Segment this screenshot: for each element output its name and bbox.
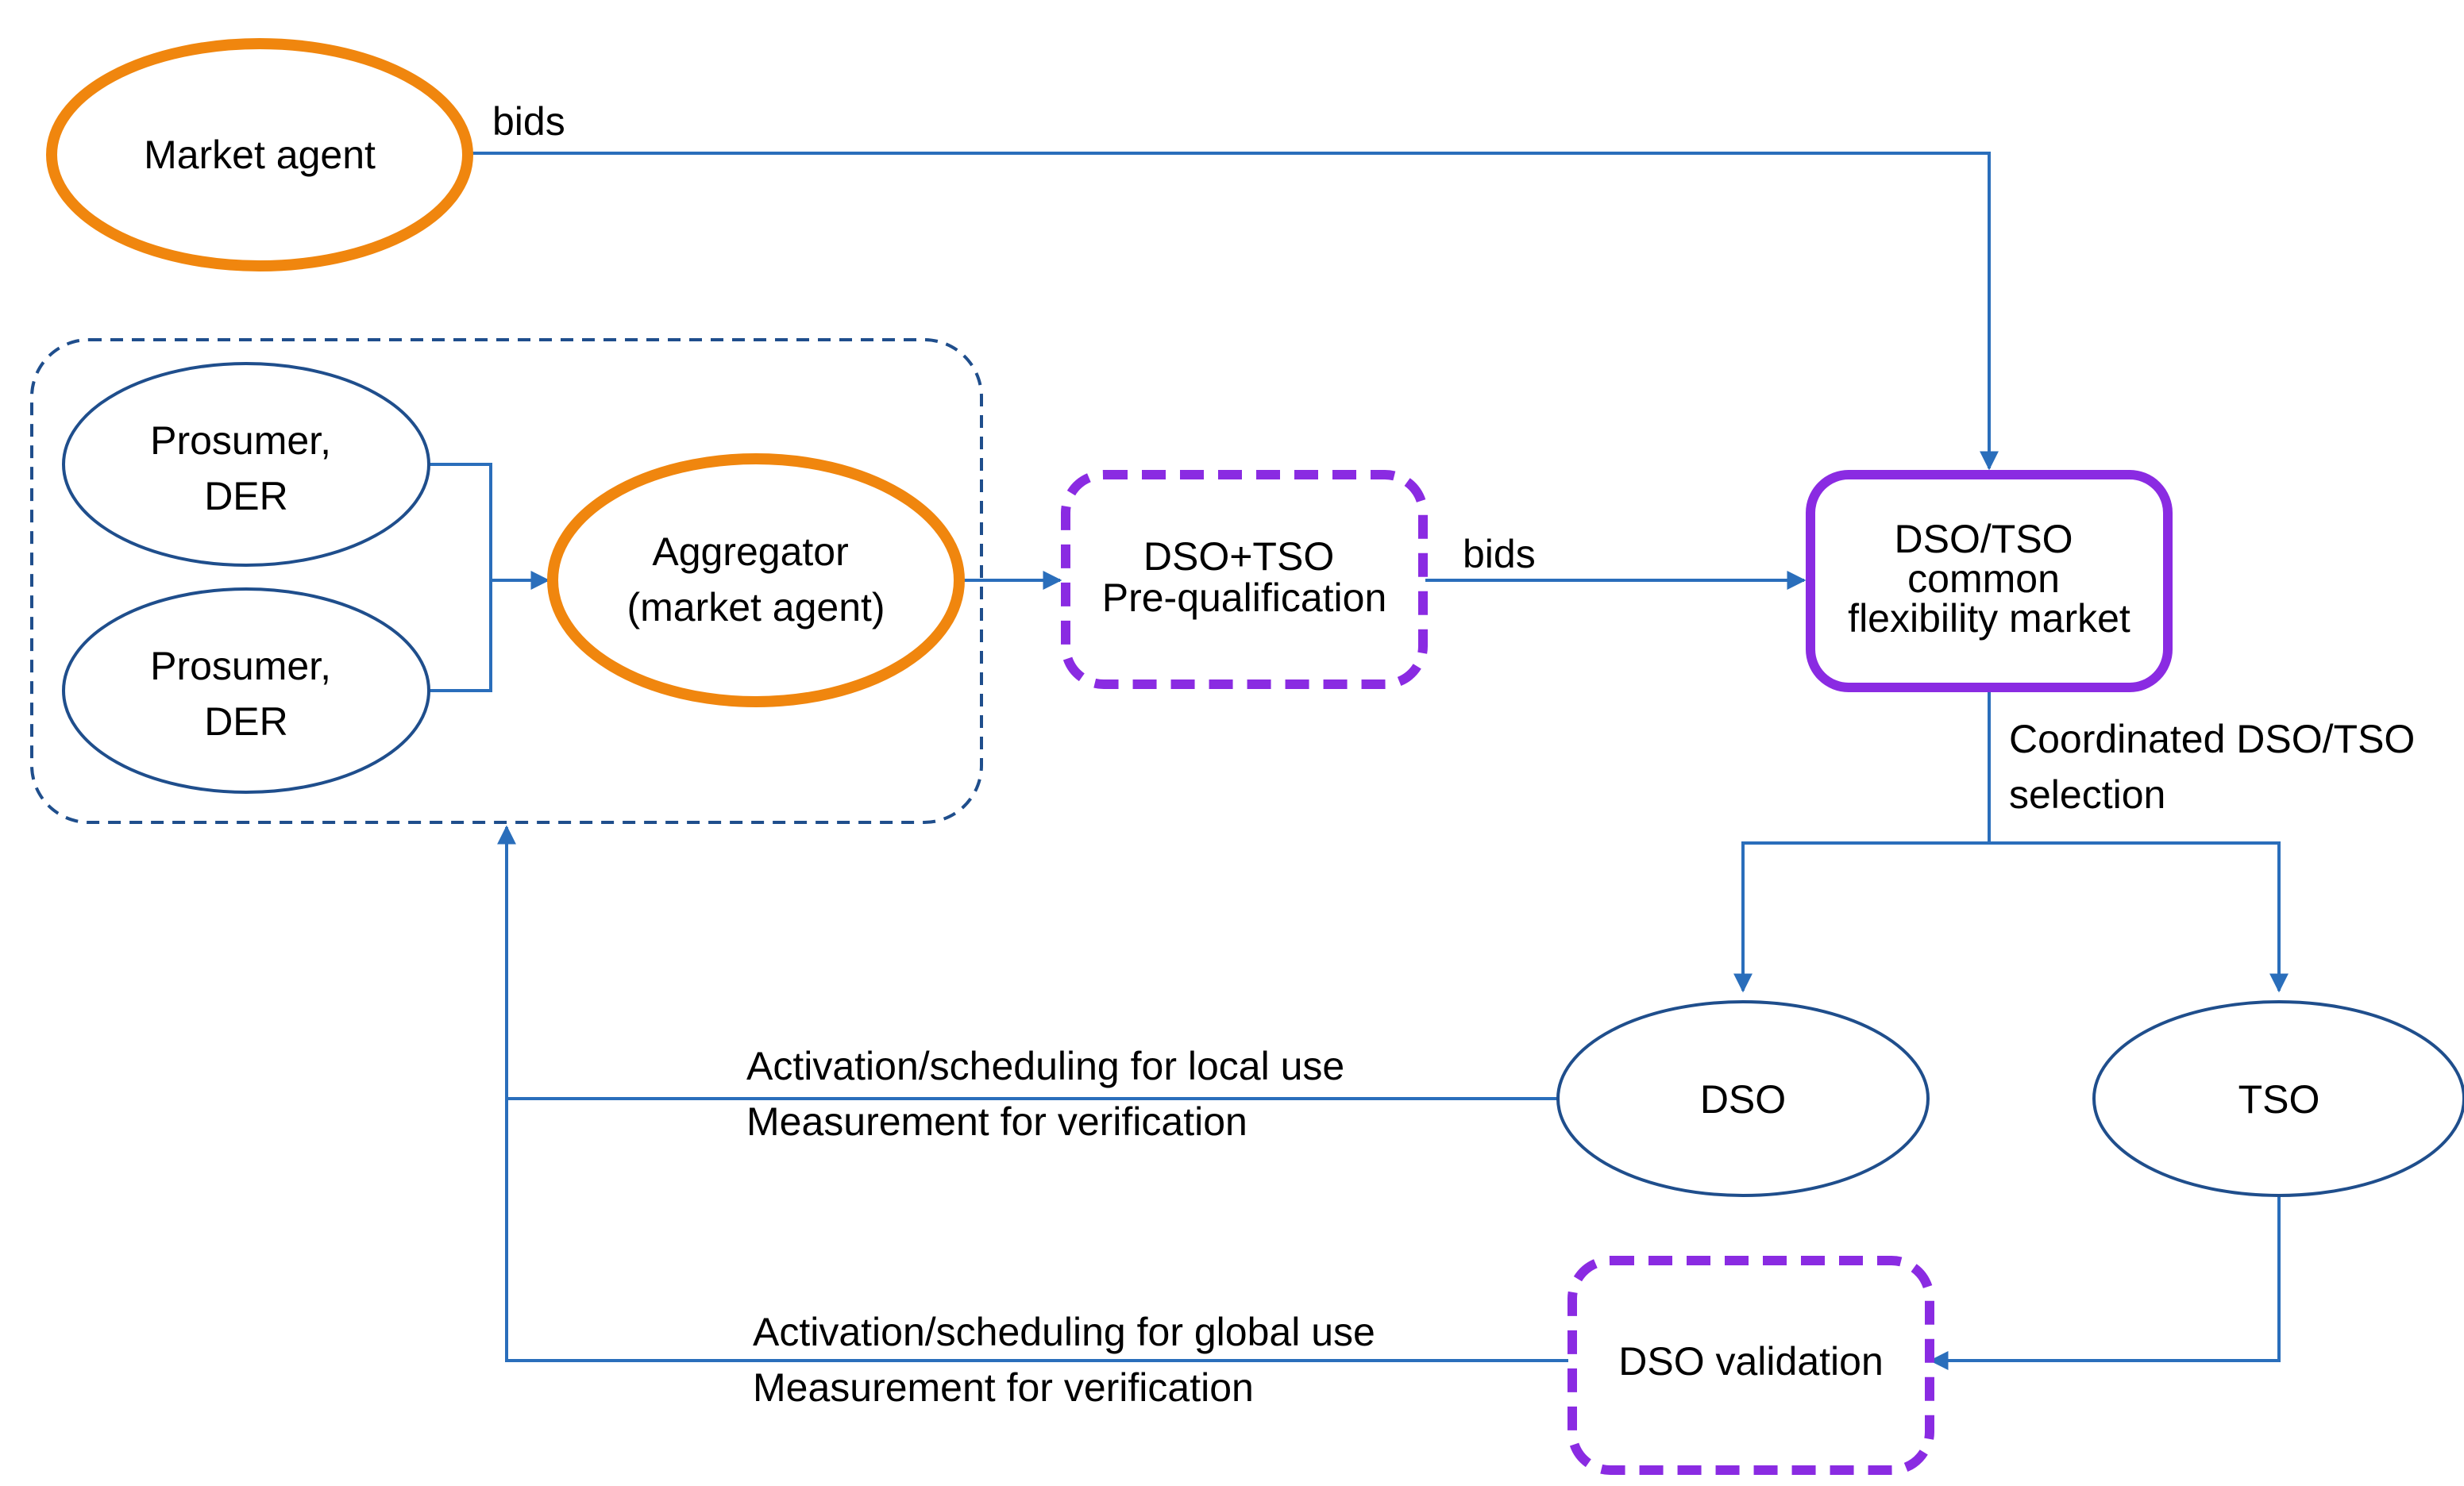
node-market-line3: flexibility market — [1848, 596, 2130, 641]
node-prequalification: DSO+TSO Pre-qualification — [1061, 470, 1428, 689]
node-dso: DSO — [1556, 1000, 1930, 1197]
svg-text:Activation/scheduling for glob: Activation/scheduling for global use Mea… — [753, 1310, 1386, 1410]
edge-label-coordinated-line1: Coordinated DSO/TSO — [2009, 717, 2415, 761]
node-market-line2: common — [1907, 556, 2060, 601]
node-prosumer-1-line1: Prosumer, — [150, 418, 331, 463]
edge-label-global-line1: Activation/scheduling for global use — [753, 1310, 1375, 1354]
aggregation-group — [30, 338, 983, 824]
node-dso-validation: DSO validation — [1567, 1256, 1934, 1475]
node-dso-label: DSO — [1700, 1077, 1786, 1122]
svg-text:Activation/scheduling for loca: Activation/scheduling for local use Meas… — [746, 1044, 1355, 1144]
edge-market-to-dso — [1733, 841, 1989, 993]
svg-text:Aggregator (market agent: Aggregator (market agent) — [627, 529, 885, 629]
svg-text:DSO/TSO common fle: DSO/TSO common flexibility market — [1848, 517, 2130, 641]
connectors — [429, 152, 2289, 1370]
edge-market-agent-to-market — [469, 152, 1999, 471]
node-prosumer-1-line2: DER — [204, 474, 288, 518]
edge-validation-to-group — [497, 825, 1568, 1362]
edge-market-to-tso — [1989, 841, 2289, 993]
node-prosumer-1: Prosumer, DER — [62, 362, 430, 567]
node-prequal-line1: DSO+TSO — [1143, 534, 1334, 579]
edge-tso-to-validation — [1929, 1197, 2281, 1370]
node-market-agent: Market agent — [46, 38, 473, 271]
node-tso-label: TSO — [2238, 1077, 2320, 1122]
svg-text:Prosumer, DER: Prosumer, DER — [150, 418, 342, 518]
node-market-agent-label: Market agent — [144, 133, 376, 177]
svg-text:Coordinated DSO/TSO select: Coordinated DSO/TSO selection — [2009, 717, 2426, 817]
edge-label-bids-top: bids — [492, 99, 565, 144]
node-common-market: DSO/TSO common flexibility market — [1806, 470, 2173, 692]
node-aggregator-line2: (market agent) — [627, 585, 885, 629]
edge-label-coordinated-line2: selection — [2009, 772, 2165, 817]
node-aggregator-line1: Aggregator — [652, 529, 848, 574]
edge-label-bids-mid: bids — [1463, 532, 1536, 576]
node-prequal-line2: Pre-qualification — [1102, 576, 1387, 620]
edge-label-local-line1: Activation/scheduling for local use — [746, 1044, 1344, 1088]
node-prosumer-2: Prosumer, DER — [62, 587, 430, 794]
edge-label-local-line2: Measurement for verification — [746, 1099, 1247, 1144]
node-tso: TSO — [2092, 1000, 2464, 1197]
edge-label-global-line2: Measurement for verification — [753, 1365, 1254, 1410]
edge-prosumer1-to-aggregator — [429, 463, 492, 692]
node-prosumer-2-line1: Prosumer, — [150, 644, 331, 688]
svg-text:DSO+TSO Pre-qualificatio: DSO+TSO Pre-qualification — [1102, 534, 1387, 620]
svg-text:Prosumer, DER: Prosumer, DER — [150, 644, 342, 744]
node-aggregator: Aggregator (market agent) — [547, 453, 965, 707]
node-validation-label: DSO validation — [1618, 1339, 1884, 1384]
node-prosumer-2-line2: DER — [204, 699, 288, 744]
node-market-line1: DSO/TSO — [1895, 517, 2073, 561]
